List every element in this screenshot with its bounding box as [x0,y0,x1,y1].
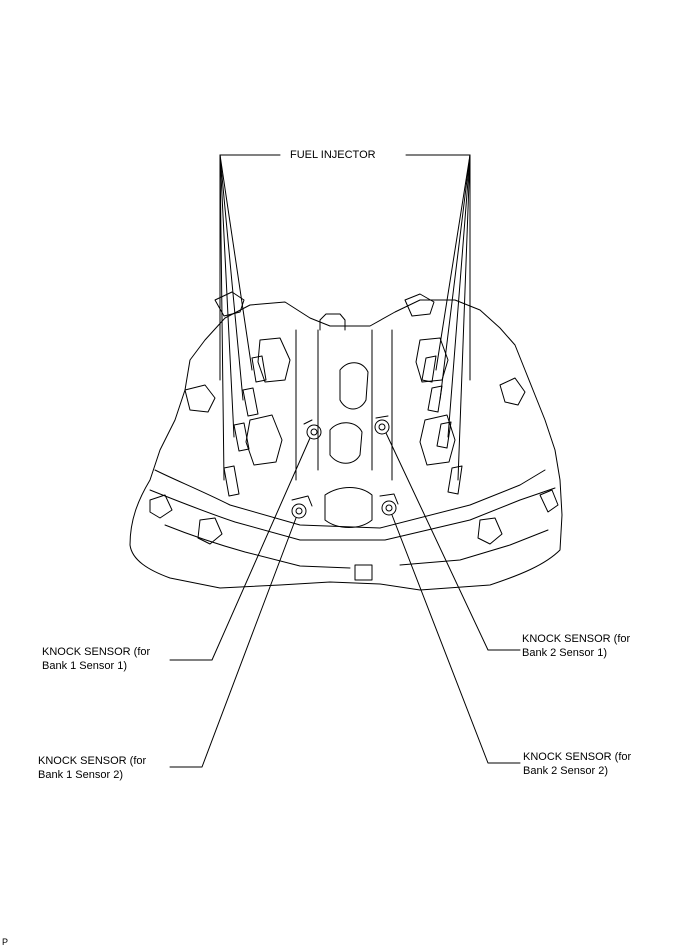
knock-sensor-bank2-sensor2 [379,493,399,516]
knock-sensor-leader-lines [169,432,521,768]
label-line-1: KNOCK SENSOR (for [523,751,632,763]
engine-block [129,291,563,591]
label-line-2: Bank 2 Sensor 1) [522,647,607,659]
knock-sensor-bank2-sensor1-label: KNOCK SENSOR (for Bank 2 Sensor 1) [522,632,630,660]
knock-sensor-bank2-sensor2-label: KNOCK SENSOR (for Bank 2 Sensor 2) [523,750,631,778]
knock-sensor-bank1-sensor2 [291,495,313,519]
label-line-2: Bank 2 Sensor 2) [523,765,608,777]
fuel-injector-leader-lines [219,154,471,481]
label-line-1: KNOCK SENSOR (for [522,633,631,645]
knock-sensor-bank1-sensor1-label: KNOCK SENSOR (for Bank 1 Sensor 1) [42,645,150,673]
label-line-1: KNOCK SENSOR (for [42,646,151,658]
corner-mark: P [2,937,9,947]
fuel-injector-left-bank [223,355,267,497]
label-line-1: KNOCK SENSOR (for [38,755,147,767]
label-line-2: Bank 1 Sensor 2) [38,769,123,781]
knock-sensor-bank1-sensor2-label: KNOCK SENSOR (for Bank 1 Sensor 2) [38,754,146,782]
knock-sensor-bank1-sensor1 [303,419,322,440]
knock-sensor-bank2-sensor1 [374,415,390,435]
label-line-2: Bank 1 Sensor 1) [42,660,127,672]
fuel-injector-label: FUEL INJECTOR [290,149,376,161]
fuel-injector-right-bank [421,355,463,495]
